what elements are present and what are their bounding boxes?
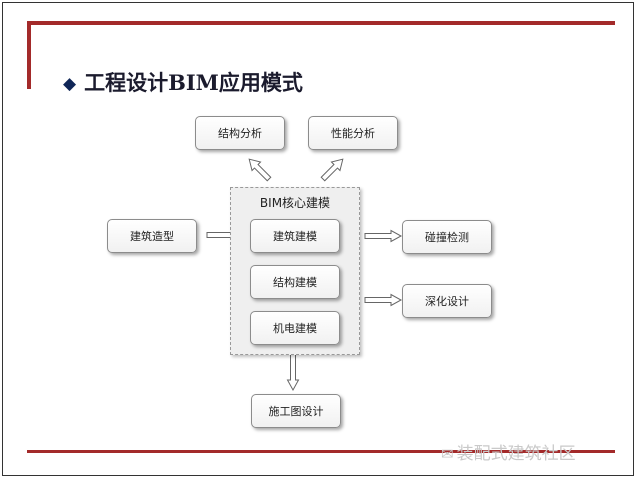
- watermark: ✉装配式建筑社区: [441, 439, 576, 464]
- box-architecture-modeling: 建筑建模: [250, 219, 340, 253]
- box-performance-analysis: 性能分析: [308, 116, 398, 150]
- box-detailed-design: 深化设计: [402, 284, 492, 318]
- arrow-to-clash-detection: [364, 229, 403, 243]
- diamond-bullet-icon: ◆: [63, 74, 77, 94]
- box-clash-detection: 碰撞检测: [402, 220, 492, 254]
- arrow-to-structure-analysis: [248, 158, 272, 182]
- core-label: BIM核心建模: [259, 196, 331, 210]
- arrow-to-construction-drawing: [286, 353, 300, 392]
- box-building-form: 建筑造型: [107, 219, 197, 253]
- bottom-accent-bar: [27, 450, 615, 453]
- arrow-to-performance-analysis: [320, 158, 344, 182]
- watermark-text: 装配式建筑社区: [456, 444, 576, 464]
- box-structure-analysis: 结构分析: [195, 116, 285, 150]
- top-accent-bar: [27, 21, 615, 25]
- title-text: 工程设计BIM应用模式: [84, 70, 303, 95]
- left-accent-bar: [27, 21, 31, 89]
- box-structure-modeling: 结构建模: [250, 265, 340, 299]
- slide-title: ◆ 工程设计BIM应用模式: [63, 67, 303, 97]
- box-mep-modeling: 机电建模: [250, 311, 340, 345]
- arrow-to-detailed-design: [364, 293, 403, 307]
- box-construction-drawing: 施工图设计: [251, 394, 341, 428]
- wechat-icon: ✉: [441, 445, 454, 463]
